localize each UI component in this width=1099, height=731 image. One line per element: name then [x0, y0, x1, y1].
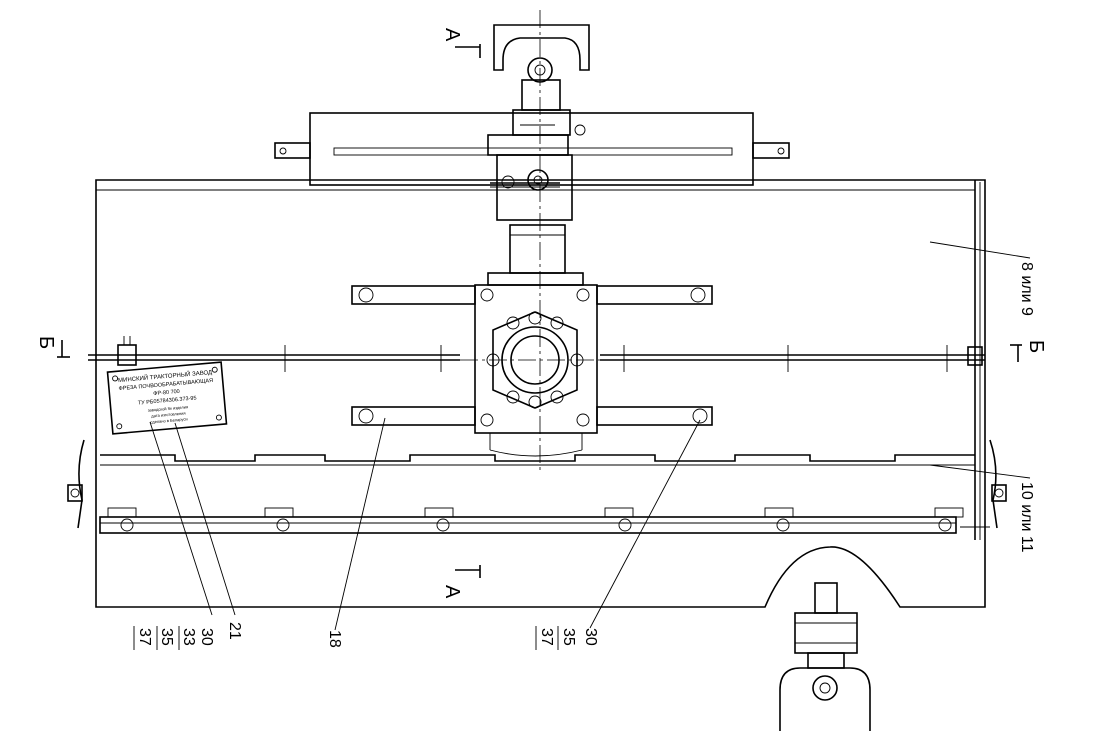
cardan-shaft-top	[487, 24, 590, 221]
stack-left-33: 33	[180, 628, 197, 646]
nameplate: МИНСКИЙ ТРАКТОРНЫЙ ЗАВОД ФРЕЗА ПОЧВООБРА…	[106, 361, 228, 435]
section-mark-a-top: А	[441, 28, 481, 58]
stack-left-37: 37	[136, 628, 153, 646]
cardan-shaft-bottom	[779, 582, 871, 731]
nameplate-line5: заводской № изделия	[148, 404, 189, 413]
callout-stack-left: 30 33 35 37	[133, 626, 215, 650]
hitch-frame	[274, 112, 790, 186]
stack-right-35: 35	[560, 628, 577, 646]
callout-stack-right: 30 35 37	[535, 626, 599, 650]
section-mark-b-left: Б	[35, 336, 70, 358]
section-b-right-label: Б	[1025, 340, 1047, 353]
section-mark-b-right: Б	[1010, 340, 1047, 362]
stack-left-30: 30	[198, 628, 215, 646]
leader-lines	[149, 241, 1031, 631]
callout-18: 18	[326, 630, 343, 648]
bracket-strips	[351, 285, 713, 426]
stack-right-30: 30	[582, 628, 599, 646]
section-a-bottom-label: А	[441, 585, 463, 599]
rear-flap	[67, 439, 1007, 534]
tiller-housing	[95, 179, 986, 608]
nameplate-line3: ФР-80 700	[153, 389, 180, 397]
section-mark-a-bottom: А	[441, 565, 481, 599]
nameplate-line7: сделано в Беларуси	[150, 416, 188, 424]
gearbox	[474, 224, 598, 457]
stack-right-37: 37	[538, 628, 555, 646]
nameplate-line6: дата изготовления	[151, 410, 186, 418]
tie-rod	[88, 336, 985, 372]
callout-21: 21	[226, 622, 243, 640]
stack-left-35: 35	[158, 628, 175, 646]
nameplate-line4: ТУ РБ05784306.373-95	[138, 395, 197, 406]
callout-8-or-9: 8 или 9	[1018, 262, 1035, 316]
section-b-left-label: Б	[35, 336, 57, 349]
section-a-top-label: А	[441, 28, 463, 42]
callout-10-or-11: 10 или 11	[1018, 482, 1035, 553]
